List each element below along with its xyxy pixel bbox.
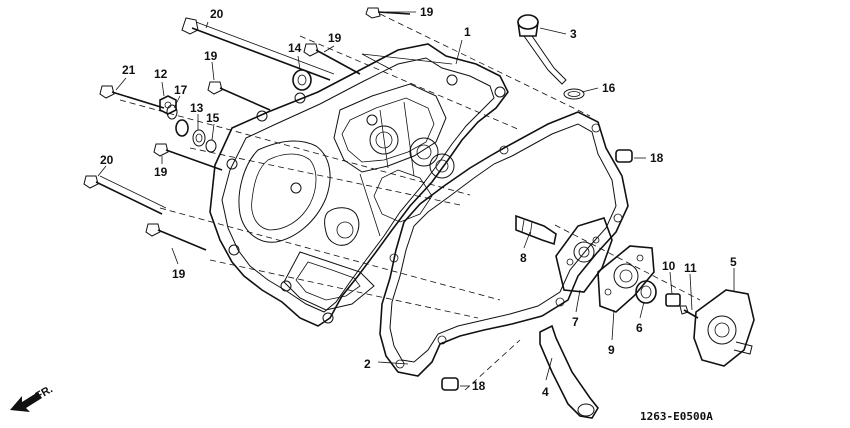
lever-4: [539, 324, 599, 419]
callout-15: 15: [206, 111, 220, 125]
kickstart-boss-5: [693, 289, 755, 367]
bearing-6: [635, 280, 657, 304]
o-ring-16: [563, 88, 585, 100]
bolt-19-top: [365, 7, 411, 19]
direction-label: FR.: [34, 383, 55, 402]
arrow-icon: [10, 392, 42, 412]
dowel-pin-18-upper: [615, 149, 633, 163]
callout-8: 8: [520, 251, 527, 265]
callout-11: 11: [684, 261, 697, 275]
crankcase-cover: [209, 43, 509, 327]
oil-filler-cap: [517, 14, 567, 85]
callout-4: 4: [542, 385, 549, 399]
callout-1: 1: [464, 25, 471, 39]
bolt-19-c: [153, 143, 223, 171]
front-direction-arrow: FR.: [10, 383, 55, 412]
callout-19-c: 19: [154, 165, 168, 179]
callout-19-b: 19: [204, 49, 218, 63]
bolt-20-lower: [83, 175, 167, 215]
bolt-19-a: [303, 43, 361, 75]
callout-21: 21: [122, 63, 136, 77]
cam-plate-7: [555, 217, 613, 293]
callout-9: 9: [608, 343, 615, 357]
callout-7: 7: [572, 315, 579, 329]
alignment-lines: [119, 13, 701, 391]
callout-12: 12: [154, 67, 168, 81]
bolt-19-d: [145, 223, 207, 251]
callout-20-lower: 20: [100, 153, 114, 167]
callout-18-lower: 18: [472, 379, 486, 393]
cover-gasket: [379, 111, 629, 377]
callout-20-upper: 20: [210, 7, 224, 21]
leader-lines: [97, 11, 735, 387]
bolt-21: [99, 85, 165, 109]
callout-19-d: 19: [172, 267, 186, 281]
callout-18-upper: 18: [650, 151, 664, 165]
callout-5: 5: [730, 255, 737, 269]
drawing-code: 1263-E0500A: [640, 410, 713, 423]
callout-14: 14: [288, 41, 302, 55]
callout-6: 6: [636, 321, 643, 335]
callout-19-top: 19: [420, 5, 434, 19]
callout-3: 3: [570, 27, 577, 41]
plate-9: [597, 245, 655, 313]
callout-labels: 1 2 3 4 5 6 7 8 9 10 11 12 13 14 15 16 1…: [100, 5, 737, 399]
callout-17: 17: [174, 83, 188, 97]
oil-seal-14: [292, 69, 312, 91]
callout-2: 2: [364, 357, 371, 371]
callout-16: 16: [602, 81, 616, 95]
callout-19-a: 19: [328, 31, 342, 45]
spacer-10: [665, 293, 681, 307]
washer-17: [166, 104, 178, 120]
washer-stack: [175, 119, 217, 153]
bolt-19-b: [207, 81, 271, 111]
callout-13: 13: [190, 101, 204, 115]
shaft-8: [515, 214, 557, 246]
callout-10: 10: [662, 259, 676, 273]
dowel-pin-18-lower: [441, 377, 459, 391]
